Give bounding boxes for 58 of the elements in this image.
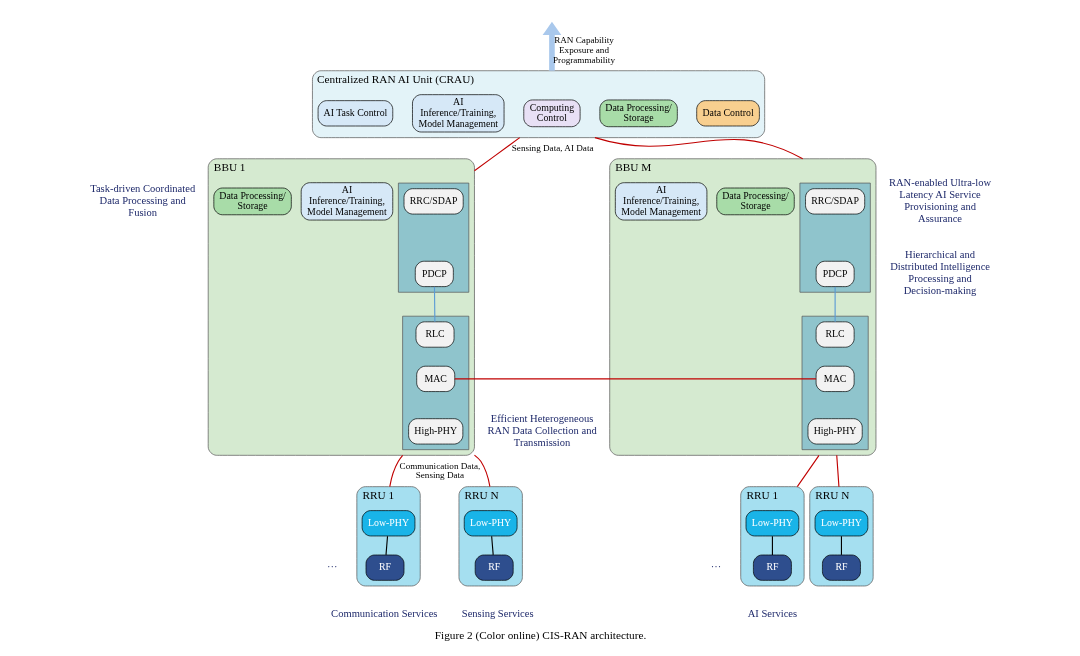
label: ··· bbox=[710, 561, 721, 573]
edge-label: Communication Data, Sensing Data bbox=[399, 460, 480, 481]
node-box: MAC bbox=[815, 365, 854, 392]
node-box: Low-PHY bbox=[463, 510, 517, 537]
connector bbox=[840, 535, 842, 556]
node-box: Low-PHY bbox=[745, 510, 799, 537]
node-box: Data Processing/ Storage bbox=[599, 99, 678, 128]
label: Hierarchical and Distributed Intelligence Processing and Decision-making bbox=[889, 249, 990, 297]
node-box: Computing Control bbox=[522, 99, 580, 128]
connector bbox=[384, 535, 388, 556]
connector bbox=[835, 454, 839, 488]
node-box: Low-PHY bbox=[361, 510, 415, 537]
node-box: PDCP bbox=[815, 260, 854, 287]
connector bbox=[433, 286, 435, 323]
connector bbox=[796, 454, 820, 488]
node-box: Data Processing/ Storage bbox=[715, 187, 795, 216]
label: Communication Services bbox=[330, 607, 437, 619]
label: Task-driven Coordinated Data Processing and Fusion bbox=[89, 182, 195, 218]
node-box: High-PHY bbox=[807, 418, 863, 445]
arrow bbox=[542, 21, 561, 71]
node-box: RF bbox=[821, 554, 861, 581]
node-box: RLC bbox=[415, 321, 454, 348]
node-box: RRC/SDAP bbox=[403, 188, 464, 215]
node-box: RF bbox=[752, 554, 792, 581]
node-box: RRC/SDAP bbox=[804, 188, 865, 215]
cluster bbox=[397, 182, 469, 293]
node-box: Data Processing/ Storage bbox=[213, 187, 292, 216]
edge-label: Sensing Data, AI Data bbox=[511, 142, 594, 153]
cluster bbox=[801, 315, 869, 451]
label: Efficient Heterogeneous RAN Data Collection and Transmission bbox=[486, 412, 597, 448]
edge-label: RAN Capability Exposure and Programmability bbox=[552, 34, 615, 65]
connector bbox=[490, 535, 494, 556]
label: ··· bbox=[326, 561, 337, 573]
connector bbox=[473, 137, 520, 172]
node-box: Low-PHY bbox=[814, 510, 868, 537]
caption: Figure 2 (Color online) CIS-RAN architecture. bbox=[434, 628, 646, 641]
cluster bbox=[401, 315, 469, 451]
node-box: High-PHY bbox=[407, 418, 463, 445]
node-box: AI Inference/Training, Model Management bbox=[300, 182, 393, 221]
node-box: MAC bbox=[415, 365, 455, 392]
node-box: Data Control bbox=[695, 100, 760, 127]
cluster bbox=[799, 182, 871, 293]
connector bbox=[473, 454, 490, 488]
label: RAN-enabled Ultra-low Latency AI Service Provisioning and Assurance bbox=[888, 176, 991, 224]
node-box: AI Inference/Training, Model Management bbox=[411, 94, 504, 133]
label: AI Services bbox=[747, 607, 797, 619]
connector bbox=[388, 454, 403, 488]
node-box: RF bbox=[474, 554, 514, 581]
label: Sensing Services bbox=[461, 607, 534, 619]
node-box: PDCP bbox=[414, 260, 454, 287]
node-box: AI Task Control bbox=[317, 100, 393, 127]
connector bbox=[593, 137, 803, 160]
node-box: RLC bbox=[815, 321, 854, 348]
connector bbox=[834, 286, 836, 323]
connector bbox=[771, 535, 773, 556]
node-box: RF bbox=[365, 554, 404, 581]
node-box: AI Inference/Training, Model Management bbox=[614, 182, 707, 221]
connector bbox=[453, 378, 817, 380]
